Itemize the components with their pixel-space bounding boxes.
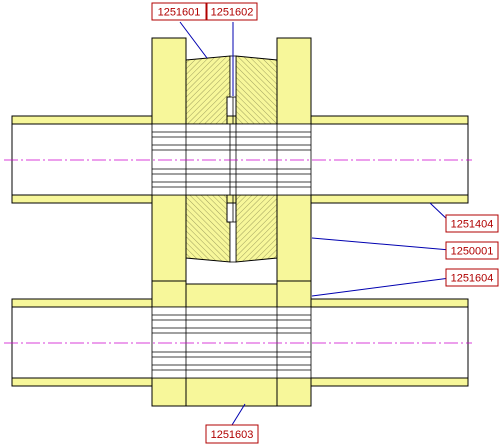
label-1251602-text: 1251602 <box>211 7 254 19</box>
label-1250001: 1250001 <box>445 241 499 260</box>
centerlines <box>4 159 472 344</box>
upper-right-half <box>235 55 278 263</box>
right-flange <box>276 37 312 407</box>
label-1251603-text: 1251603 <box>211 429 254 441</box>
sleeve <box>185 283 278 407</box>
label-1251404: 1251404 <box>445 214 499 233</box>
upper-spline <box>151 123 312 196</box>
label-1251604: 1251604 <box>445 268 499 287</box>
leader-lines <box>179 21 451 426</box>
label-1251404-text: 1251404 <box>451 219 494 231</box>
label-1251601: 1251601 <box>151 2 207 21</box>
left-flange <box>151 37 187 407</box>
upper-left-half <box>185 55 231 263</box>
lower-spline <box>151 306 312 379</box>
label-1251601-text: 1251601 <box>158 7 201 19</box>
label-1250001-text: 1250001 <box>451 246 494 258</box>
label-1251603: 1251603 <box>205 424 259 444</box>
label-1251604-text: 1251604 <box>451 273 494 285</box>
label-1251602: 1251602 <box>206 2 258 21</box>
